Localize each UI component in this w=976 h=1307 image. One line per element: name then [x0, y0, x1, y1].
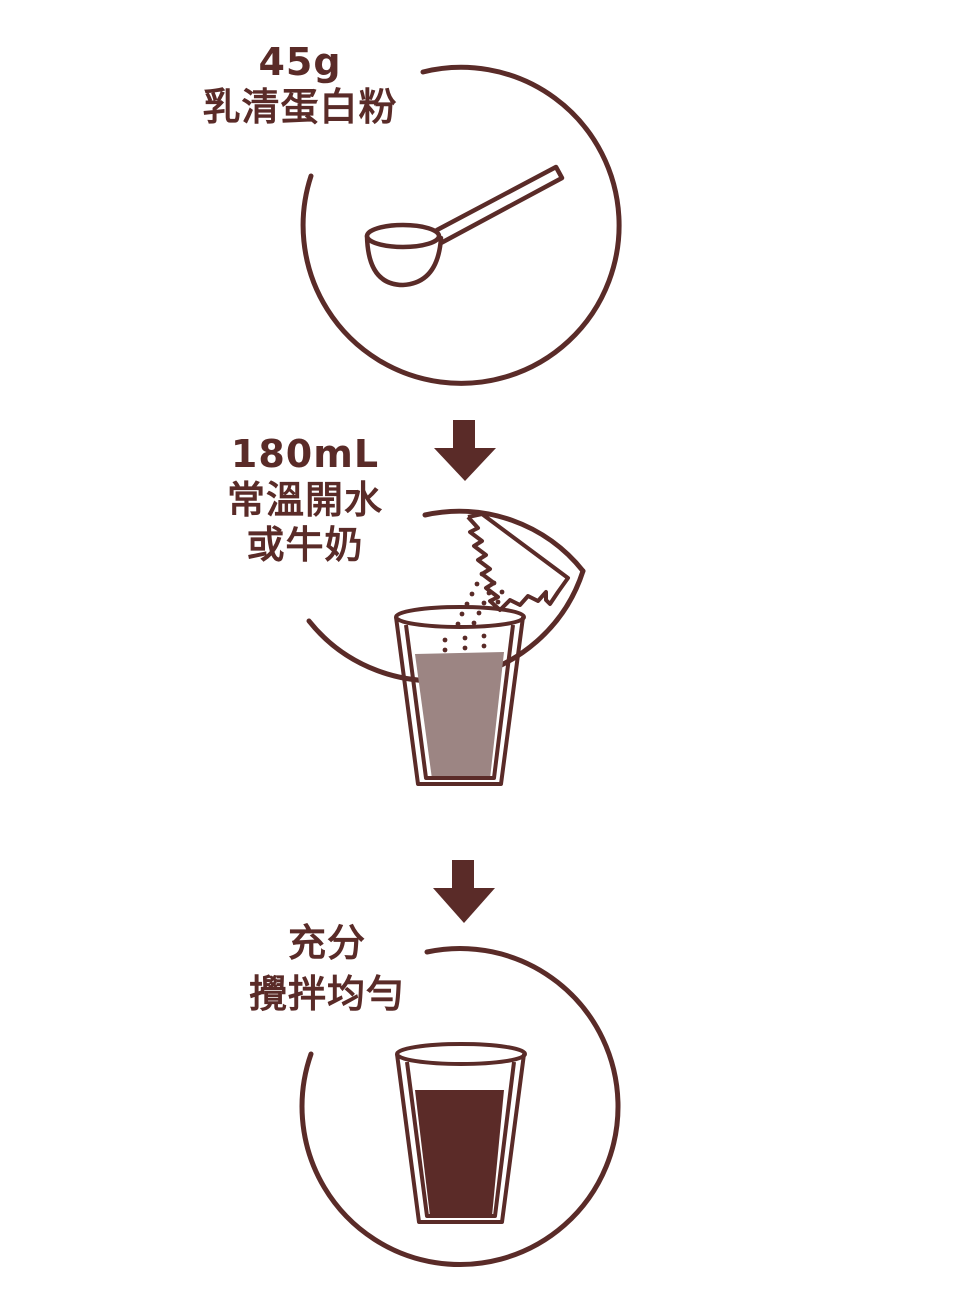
- arrow-down-icon: [433, 860, 495, 923]
- step3-description-line2: 攪拌均勻: [248, 972, 405, 1017]
- step1-label: 45g 乳清蛋白粉: [170, 40, 430, 130]
- step1-circle: [300, 64, 622, 386]
- step3-label: 充分 攪拌均勻: [222, 918, 432, 1021]
- step2-description-line1: 常溫開水: [226, 477, 383, 522]
- glass-full-icon: [395, 1042, 527, 1224]
- step2-amount: 180mL: [230, 432, 380, 476]
- step1-description: 乳清蛋白粉: [202, 84, 398, 129]
- step3-description-line1: 充分: [287, 921, 366, 965]
- step1-amount: 45g: [258, 40, 342, 84]
- powder-stream-icon: [442, 571, 505, 653]
- step3-circle: [299, 946, 621, 1268]
- glass-pour-powder-icon: [394, 605, 526, 786]
- arrow-down-icon: [434, 420, 496, 481]
- step2-label: 180mL 常溫開水 或牛奶: [200, 432, 410, 569]
- step2-description-line2: 或牛奶: [246, 523, 364, 568]
- scoop-icon: [364, 164, 565, 288]
- powder-packet-icon: [466, 512, 570, 612]
